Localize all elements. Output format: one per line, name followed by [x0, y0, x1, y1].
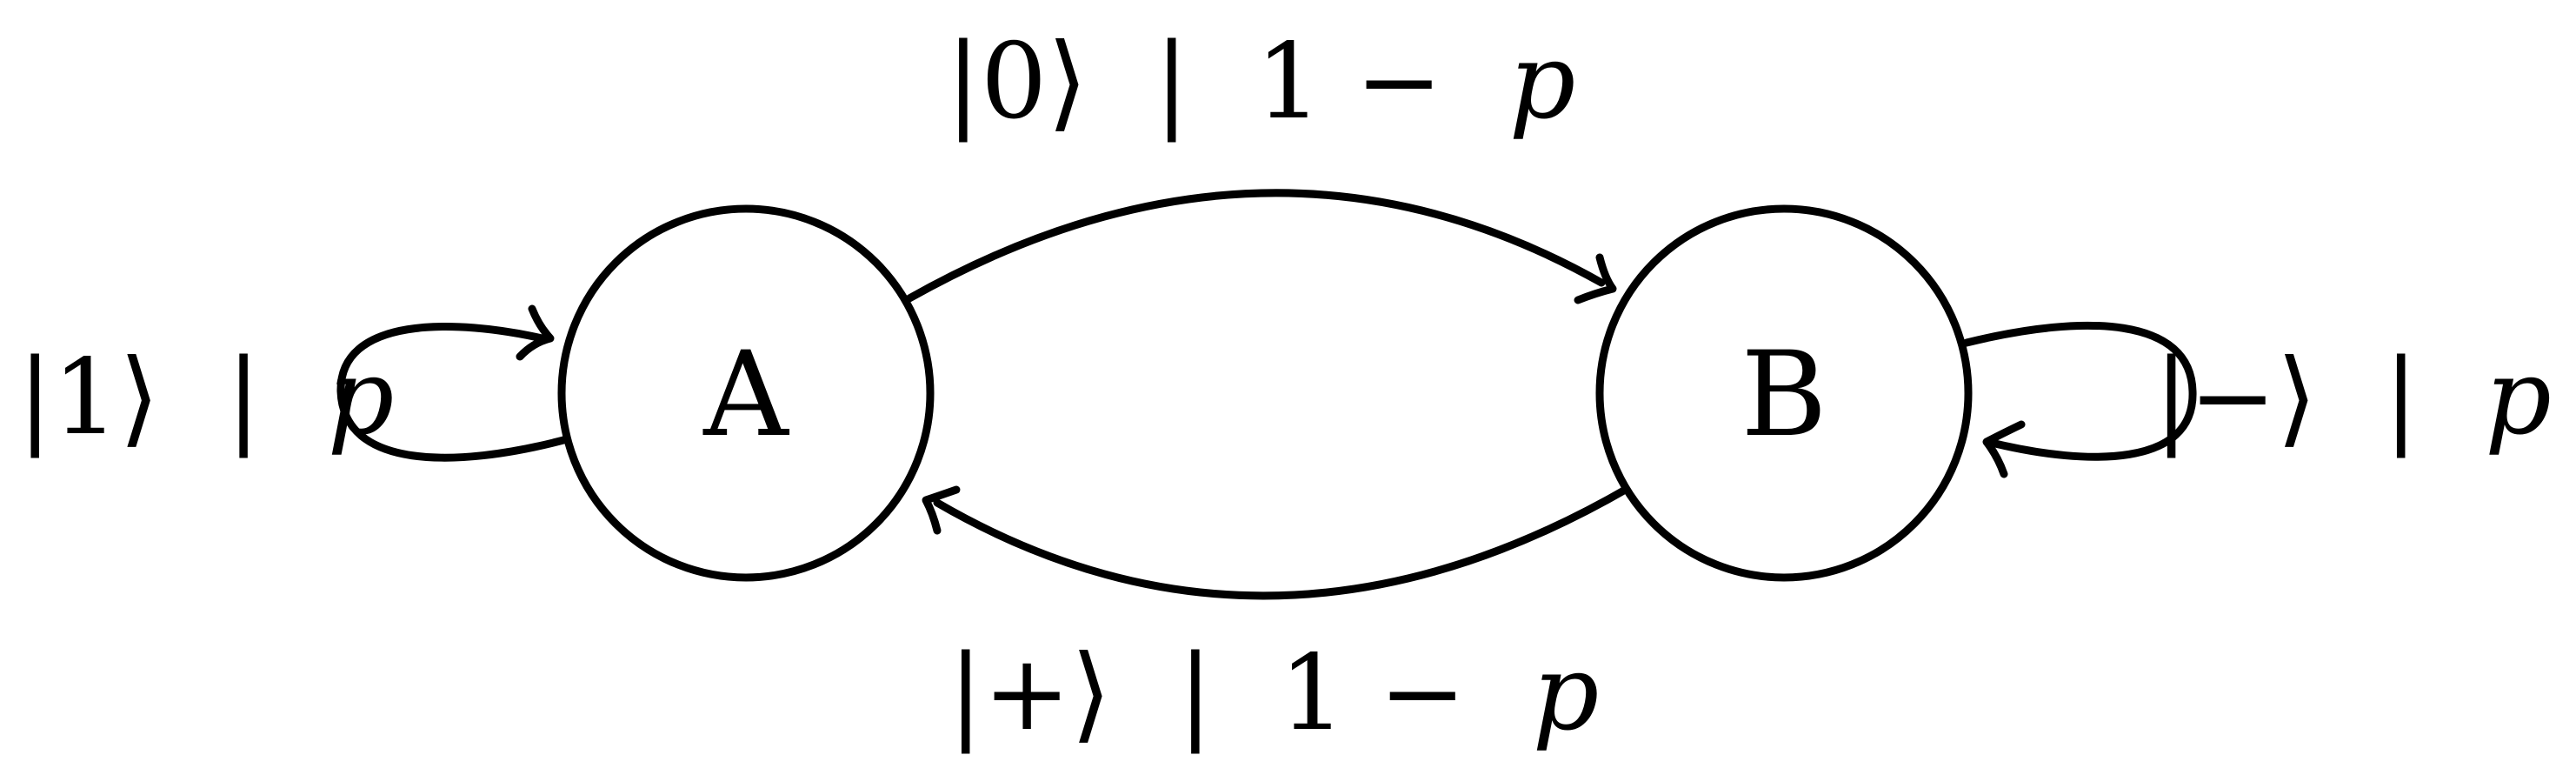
edge-a-to-b	[905, 189, 1606, 303]
edge-label-a-to-b-state: |0⟩	[946, 22, 1088, 143]
self-loop-b	[1962, 321, 2197, 461]
self-loop-label-a-var: p	[328, 337, 395, 458]
edge-b-to-a	[933, 484, 1633, 600]
self-loop-label-b-state: |−⟩	[2153, 337, 2317, 458]
node-a-label: A	[702, 326, 789, 463]
node-b-circle	[1595, 204, 1973, 582]
edge-label-a-to-b-prob: 1 −	[1255, 22, 1475, 143]
edge-label-b-to-a-state: |+⟩	[949, 633, 1112, 754]
node-b[interactable]: B	[1595, 204, 1973, 582]
self-loop-label-a-sep: |	[193, 337, 295, 458]
self-loop-label-b-var: p	[2485, 337, 2552, 458]
arrowhead-b-to-a	[922, 485, 961, 535]
edge-label-a-to-b: |0⟩ | 1 − p	[946, 22, 1576, 143]
edge-label-a-to-b-sep: |	[1121, 22, 1222, 143]
self-loop-a	[336, 323, 571, 462]
edge-label-b-to-a-sep: |	[1144, 633, 1246, 754]
self-loop-label-b-sep: |	[2350, 337, 2452, 458]
node-a-circle	[557, 204, 935, 582]
edge-label-a-to-b-var: p	[1509, 22, 1576, 143]
arrowhead-self-loop-a	[516, 304, 555, 361]
arrowhead-a-to-b	[1574, 253, 1617, 304]
arrowhead-self-loop-b	[1982, 420, 2026, 478]
edge-label-b-to-a-prob: 1 −	[1279, 633, 1499, 754]
self-loop-label-a-state: |1⟩	[17, 337, 160, 458]
node-b-label: B	[1741, 326, 1827, 463]
edge-label-b-to-a: |+⟩ | 1 − p	[949, 633, 1600, 754]
self-loop-label-a: |1⟩ | p	[17, 337, 394, 458]
node-a[interactable]: A	[557, 204, 935, 582]
self-loop-label-b: |−⟩ | p	[2153, 337, 2552, 458]
edge-label-b-to-a-var: p	[1533, 633, 1600, 754]
